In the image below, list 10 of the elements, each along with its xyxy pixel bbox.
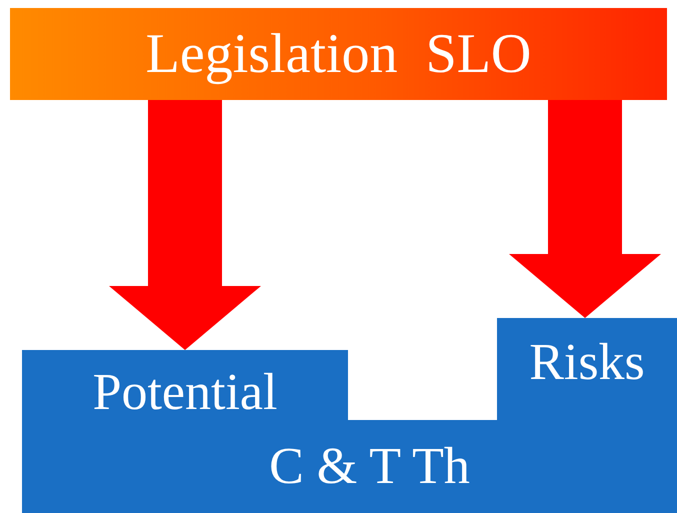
node-label: Potential <box>92 363 278 422</box>
category-box <box>22 420 677 513</box>
arrow <box>109 100 261 350</box>
title-banner <box>10 8 667 100</box>
node-label: Risks <box>529 332 645 392</box>
category-box <box>497 318 677 422</box>
arrow <box>509 100 661 318</box>
category-box <box>22 350 348 422</box>
node-label: C & T Th <box>269 437 470 496</box>
node-label: Legislation SLO <box>146 22 532 86</box>
